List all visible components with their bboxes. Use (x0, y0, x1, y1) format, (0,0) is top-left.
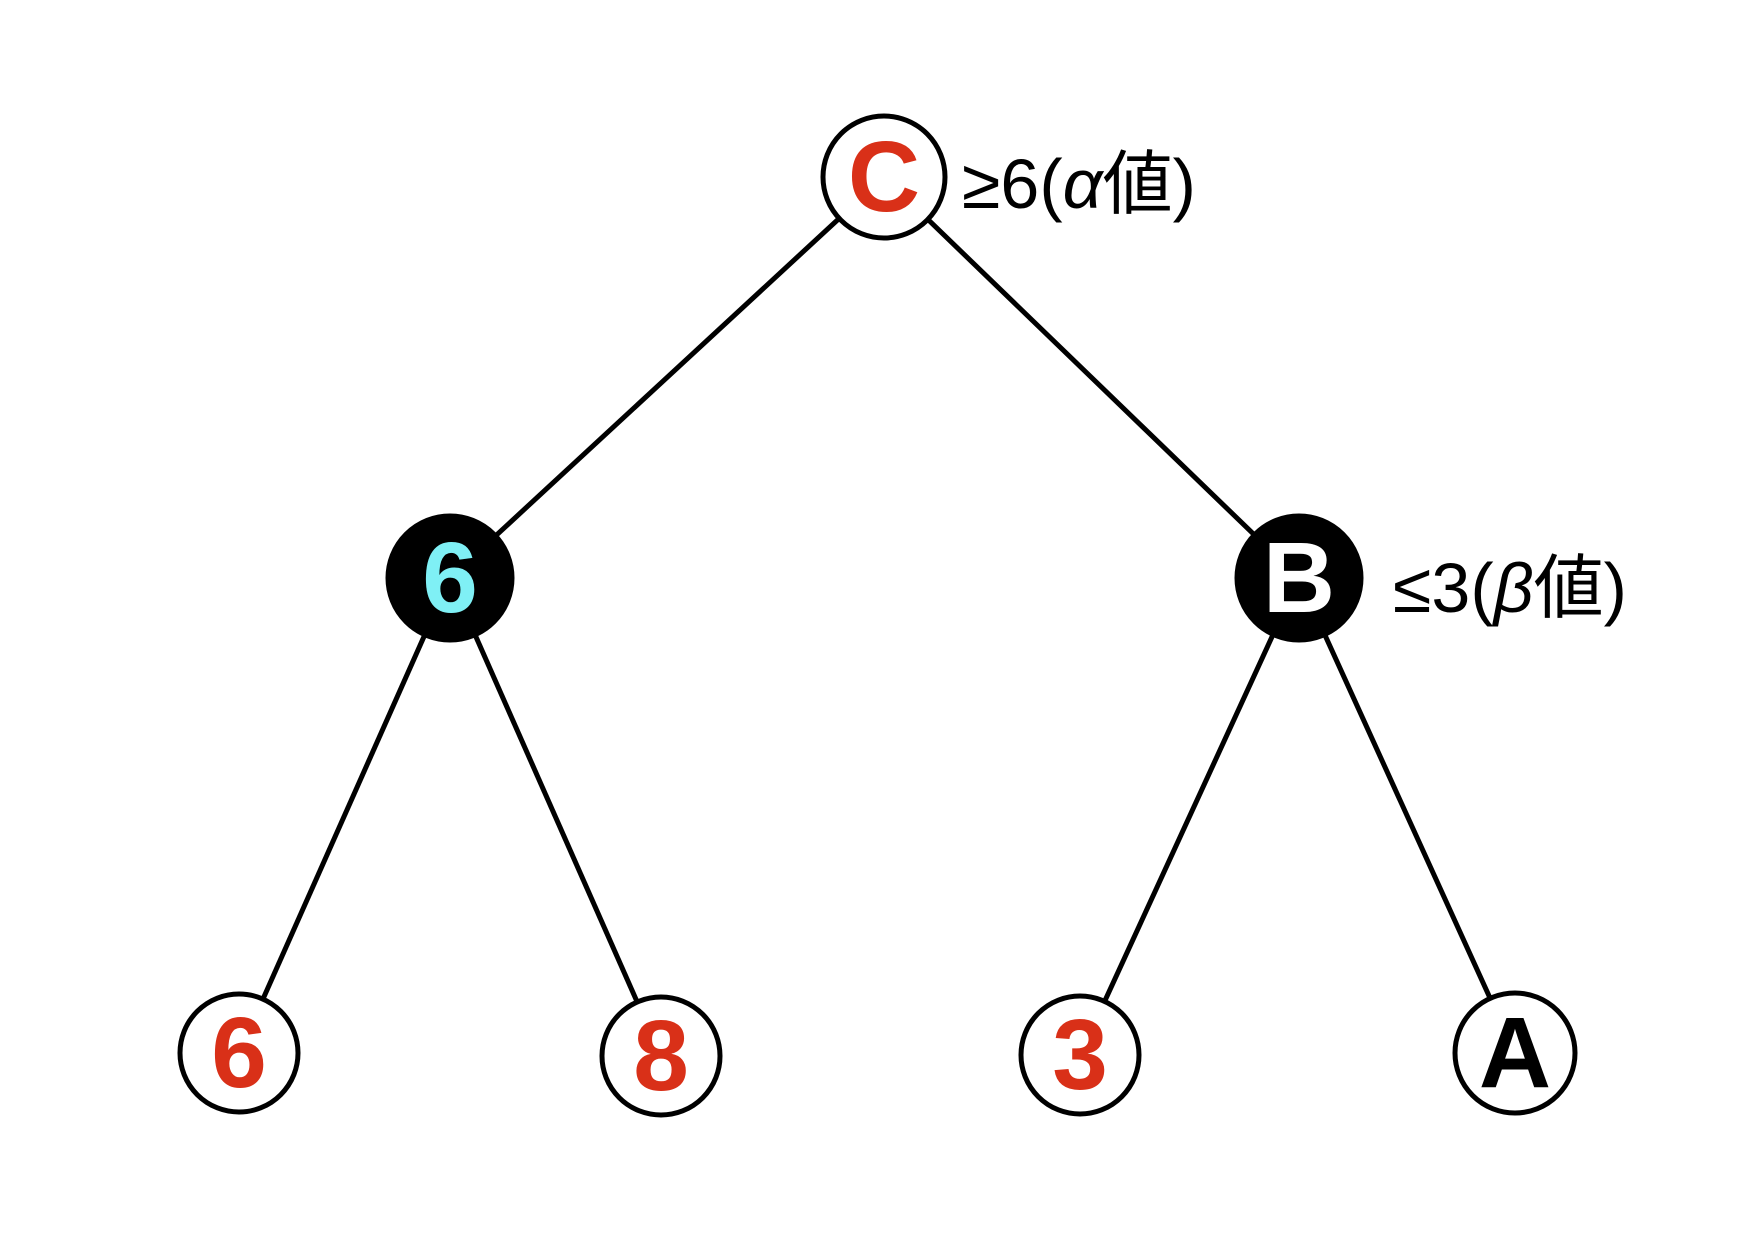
node-root-C-label: C (848, 121, 920, 233)
alpha-annotation: ≥6(α値) (962, 145, 1196, 223)
edge-mid-B-to-leaf-3 (1077, 576, 1302, 1057)
node-leaf-6-label: 6 (211, 997, 267, 1109)
beta-annotation: ≤3(β値) (1393, 549, 1627, 627)
beta-annotation-greek-symbol: β (1492, 549, 1534, 627)
node-mid-6-label: 6 (422, 522, 478, 634)
node-mid-B-label: B (1263, 522, 1335, 634)
node-leaf-8-label: 8 (633, 1000, 689, 1112)
node-leaf-A-circle (1452, 990, 1578, 1116)
node-leaf-3-label: 3 (1052, 999, 1108, 1111)
node-leaf-8-circle (599, 994, 723, 1118)
edge-root-C-to-mid-B (882, 175, 1301, 580)
node-mid-B-circle (1234, 513, 1364, 643)
node-leaf-6-circle (177, 991, 301, 1115)
edge-mid-B-to-leaf-A (1296, 576, 1518, 1055)
node-mid-6-circle (385, 513, 515, 643)
edge-mid-6-to-leaf-8 (447, 576, 664, 1058)
beta-annotation-suffix: 値) (1534, 549, 1627, 627)
beta-annotation-prefix: ≤3( (1393, 549, 1494, 627)
alpha-annotation-prefix: ≥6( (962, 145, 1063, 223)
node-leaf-A-label: A (1479, 997, 1551, 1109)
alpha-annotation-greek-symbol: α (1063, 145, 1105, 223)
edge-root-C-to-mid-6 (448, 175, 886, 580)
alpha-annotation-suffix: 値) (1103, 145, 1196, 223)
edge-mid-6-to-leaf-6 (236, 576, 453, 1055)
node-leaf-3-circle (1018, 993, 1142, 1117)
node-root-C-circle (820, 113, 948, 241)
